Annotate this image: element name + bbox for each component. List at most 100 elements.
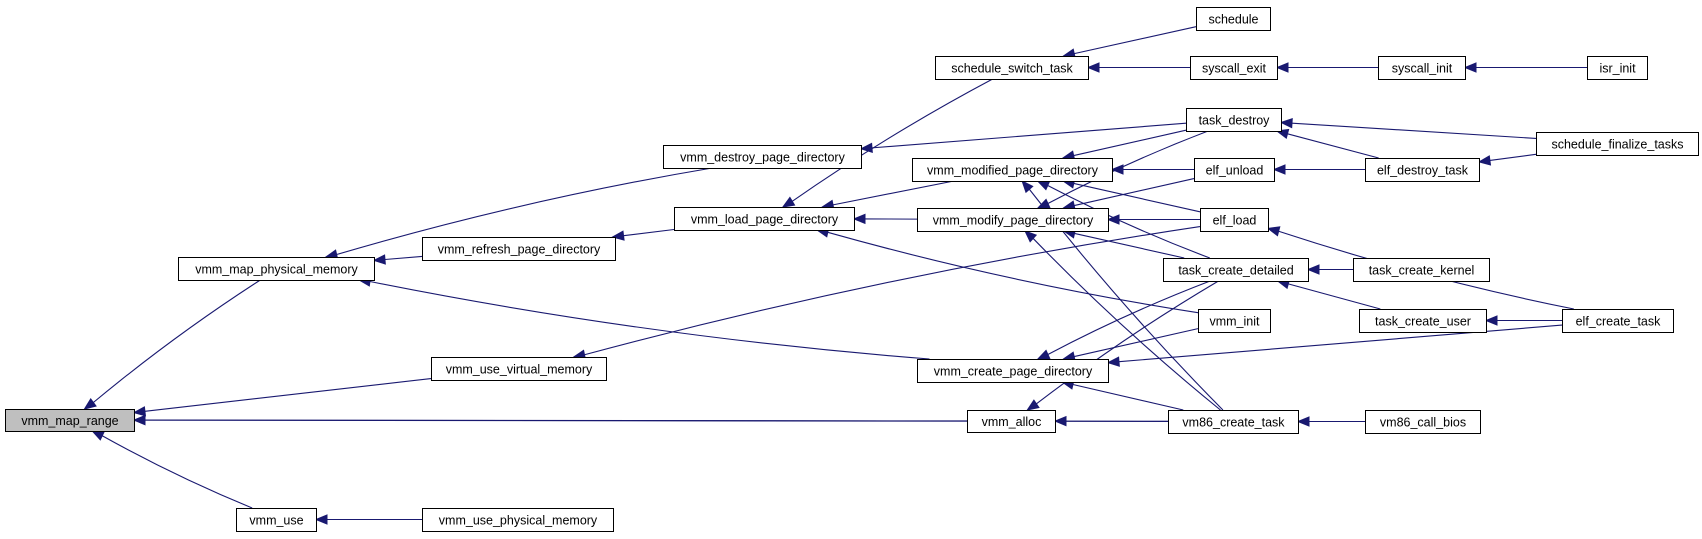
node-label: schedule_finalize_tasks	[1551, 138, 1683, 152]
node-box[interactable]	[1168, 410, 1299, 434]
arrowhead	[1266, 226, 1281, 237]
node-box[interactable]	[1200, 208, 1269, 232]
edge-line	[584, 226, 1201, 356]
node-box[interactable]	[912, 158, 1113, 182]
node-vmm-create-page-directory[interactable]: vmm_create_page_directory	[917, 359, 1109, 383]
node-task-create-kernel[interactable]: task_create_kernel	[1353, 258, 1490, 282]
edge-line	[827, 231, 1199, 314]
node-box[interactable]	[1353, 258, 1490, 282]
arrowhead	[1477, 155, 1492, 166]
edge-task-create-user-to-task-create-detailed	[1276, 278, 1381, 310]
node-vmm-map-range[interactable]: vmm_map_range	[5, 409, 135, 432]
edge-task-create-detailed-to-vmm-create-page-directory	[1036, 280, 1211, 360]
node-box[interactable]	[178, 257, 375, 281]
edge-line	[1047, 130, 1209, 204]
node-box[interactable]	[1359, 309, 1487, 333]
node-vmm-destroy-page-directory[interactable]: vmm_destroy_page_directory	[663, 145, 862, 169]
node-box[interactable]	[917, 208, 1109, 232]
node-vmm-modify-page-directory[interactable]: vmm_modify_page_directory	[917, 208, 1109, 232]
edge-line	[1074, 26, 1197, 55]
node-schedule-switch-task[interactable]: schedule_switch_task	[935, 56, 1089, 80]
edge-line	[384, 255, 423, 261]
node-box[interactable]	[1536, 132, 1699, 156]
node-schedule-finalize-tasks[interactable]: schedule_finalize_tasks	[1536, 132, 1699, 156]
node-task-create-user[interactable]: task_create_user	[1359, 309, 1487, 333]
arrowhead	[132, 414, 146, 426]
node-box[interactable]	[967, 410, 1056, 433]
arrowhead	[1053, 415, 1067, 427]
node-elf-create-task[interactable]: elf_create_task	[1562, 309, 1674, 333]
node-vmm-refresh-page-directory[interactable]: vmm_refresh_page_directory	[422, 237, 616, 261]
arrowhead	[1086, 62, 1100, 73]
node-syscall-init[interactable]: syscall_init	[1378, 56, 1466, 80]
node-elf-unload[interactable]: elf_unload	[1194, 158, 1275, 182]
node-box[interactable]	[917, 359, 1109, 383]
node-syscall-exit[interactable]: syscall_exit	[1190, 56, 1278, 80]
node-box[interactable]	[1365, 158, 1480, 182]
arrowhead	[1106, 214, 1120, 225]
node-vmm-use-virtual-memory[interactable]: vmm_use_virtual_memory	[431, 357, 607, 381]
node-box[interactable]	[431, 357, 607, 381]
edge-task-create-detailed-to-vmm-modify-page-directory	[1062, 228, 1185, 259]
node-label: vmm_alloc	[982, 415, 1042, 429]
node-elf-load[interactable]: elf_load	[1200, 208, 1269, 232]
arrowhead	[1279, 117, 1293, 129]
edge-line	[1118, 324, 1563, 363]
node-vmm-map-physical-memory[interactable]: vmm_map_physical_memory	[178, 257, 375, 281]
node-elf-destroy-task[interactable]: elf_destroy_task	[1365, 158, 1480, 182]
node-box[interactable]	[422, 508, 614, 532]
arrowhead	[1272, 164, 1286, 175]
node-box[interactable]	[1190, 56, 1278, 80]
node-box[interactable]	[1163, 258, 1309, 282]
arrowhead	[1463, 62, 1477, 73]
node-box[interactable]	[1587, 56, 1648, 80]
node-vmm-load-page-directory[interactable]: vmm_load_page_directory	[674, 207, 855, 231]
node-isr-init[interactable]: isr_init	[1587, 56, 1648, 80]
node-task-create-detailed[interactable]: task_create_detailed	[1163, 258, 1309, 282]
node-box[interactable]	[1186, 108, 1282, 132]
edge-line	[791, 78, 993, 202]
node-box[interactable]	[1194, 158, 1275, 182]
node-schedule[interactable]: schedule	[1196, 7, 1271, 31]
node-vmm-modified-page-directory[interactable]: vmm_modified_page_directory	[912, 158, 1113, 182]
node-box[interactable]	[1562, 309, 1674, 333]
node-box[interactable]	[674, 207, 855, 231]
node-vmm-alloc[interactable]: vmm_alloc	[967, 410, 1056, 433]
arrowhead	[781, 196, 796, 208]
node-vm86-create-task[interactable]: vm86_create_task	[1168, 410, 1299, 434]
edge-line	[1288, 283, 1381, 310]
node-label: vm86_call_bios	[1380, 416, 1466, 430]
node-box[interactable]	[1198, 309, 1271, 333]
node-box[interactable]	[5, 409, 135, 432]
edge-line	[1047, 280, 1211, 355]
node-vmm-use[interactable]: vmm_use	[236, 508, 317, 532]
arrowhead	[91, 430, 105, 441]
arrowhead	[314, 514, 328, 525]
node-box[interactable]	[663, 145, 862, 169]
edge-elf-load-to-vmm-modified-page-directory	[1061, 178, 1201, 213]
arrowhead	[1306, 264, 1320, 275]
node-box[interactable]	[935, 56, 1089, 80]
edge-line	[144, 377, 432, 412]
node-box[interactable]	[1365, 410, 1481, 434]
edge-line	[101, 435, 253, 509]
node-vmm-init[interactable]: vmm_init	[1198, 309, 1271, 333]
node-box[interactable]	[1196, 7, 1271, 31]
node-label: task_create_detailed	[1178, 264, 1293, 278]
arrowhead	[1106, 356, 1120, 367]
node-label: vmm_load_page_directory	[691, 213, 839, 227]
edge-vmm-destroy-page-directory-to-vmm-map-physical-memory	[324, 167, 713, 260]
edge-vmm-modified-page-directory-to-vmm-load-page-directory	[820, 180, 954, 210]
node-label: syscall_init	[1392, 62, 1453, 76]
node-vmm-use-physical-memory[interactable]: vmm_use_physical_memory	[422, 508, 614, 532]
edge-line	[1291, 122, 1537, 139]
edge-line	[1032, 238, 1221, 411]
node-task-destroy[interactable]: task_destroy	[1186, 108, 1282, 132]
edge-isr-init-to-syscall-init	[1463, 62, 1587, 73]
node-box[interactable]	[422, 237, 616, 261]
node-vm86-call-bios[interactable]: vm86_call_bios	[1365, 410, 1481, 434]
node-box[interactable]	[1378, 56, 1466, 80]
node-box[interactable]	[236, 508, 317, 532]
edge-task-create-detailed-to-vmm-modified-page-directory	[1036, 180, 1210, 259]
edge-vmm-init-to-vmm-load-page-directory	[815, 227, 1199, 314]
